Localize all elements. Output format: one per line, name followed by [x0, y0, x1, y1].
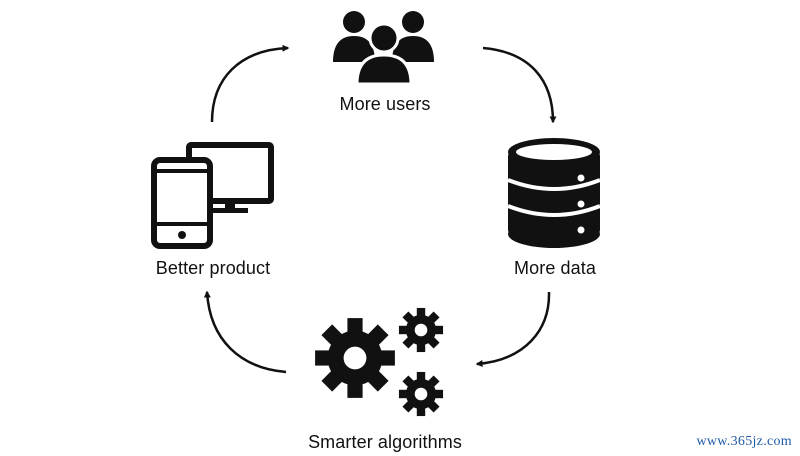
- arrow-product-to-users: [210, 44, 290, 123]
- users-group-icon: [333, 11, 434, 86]
- more-users-label: More users: [339, 94, 431, 114]
- more-data-label: More data: [514, 258, 596, 278]
- smarter-algorithms-label: Smarter algorithms: [308, 432, 462, 452]
- database-icon: [507, 138, 601, 248]
- devices-icon: [151, 142, 274, 249]
- arrow-data-to-algorithms: [475, 291, 551, 368]
- watermark: www.365jz.com: [696, 434, 792, 449]
- gears-icon: [315, 307, 444, 417]
- arrow-users-to-data: [482, 46, 557, 124]
- arrow-algorithms-to-product: [203, 290, 287, 374]
- better-product-label: Better product: [155, 258, 271, 278]
